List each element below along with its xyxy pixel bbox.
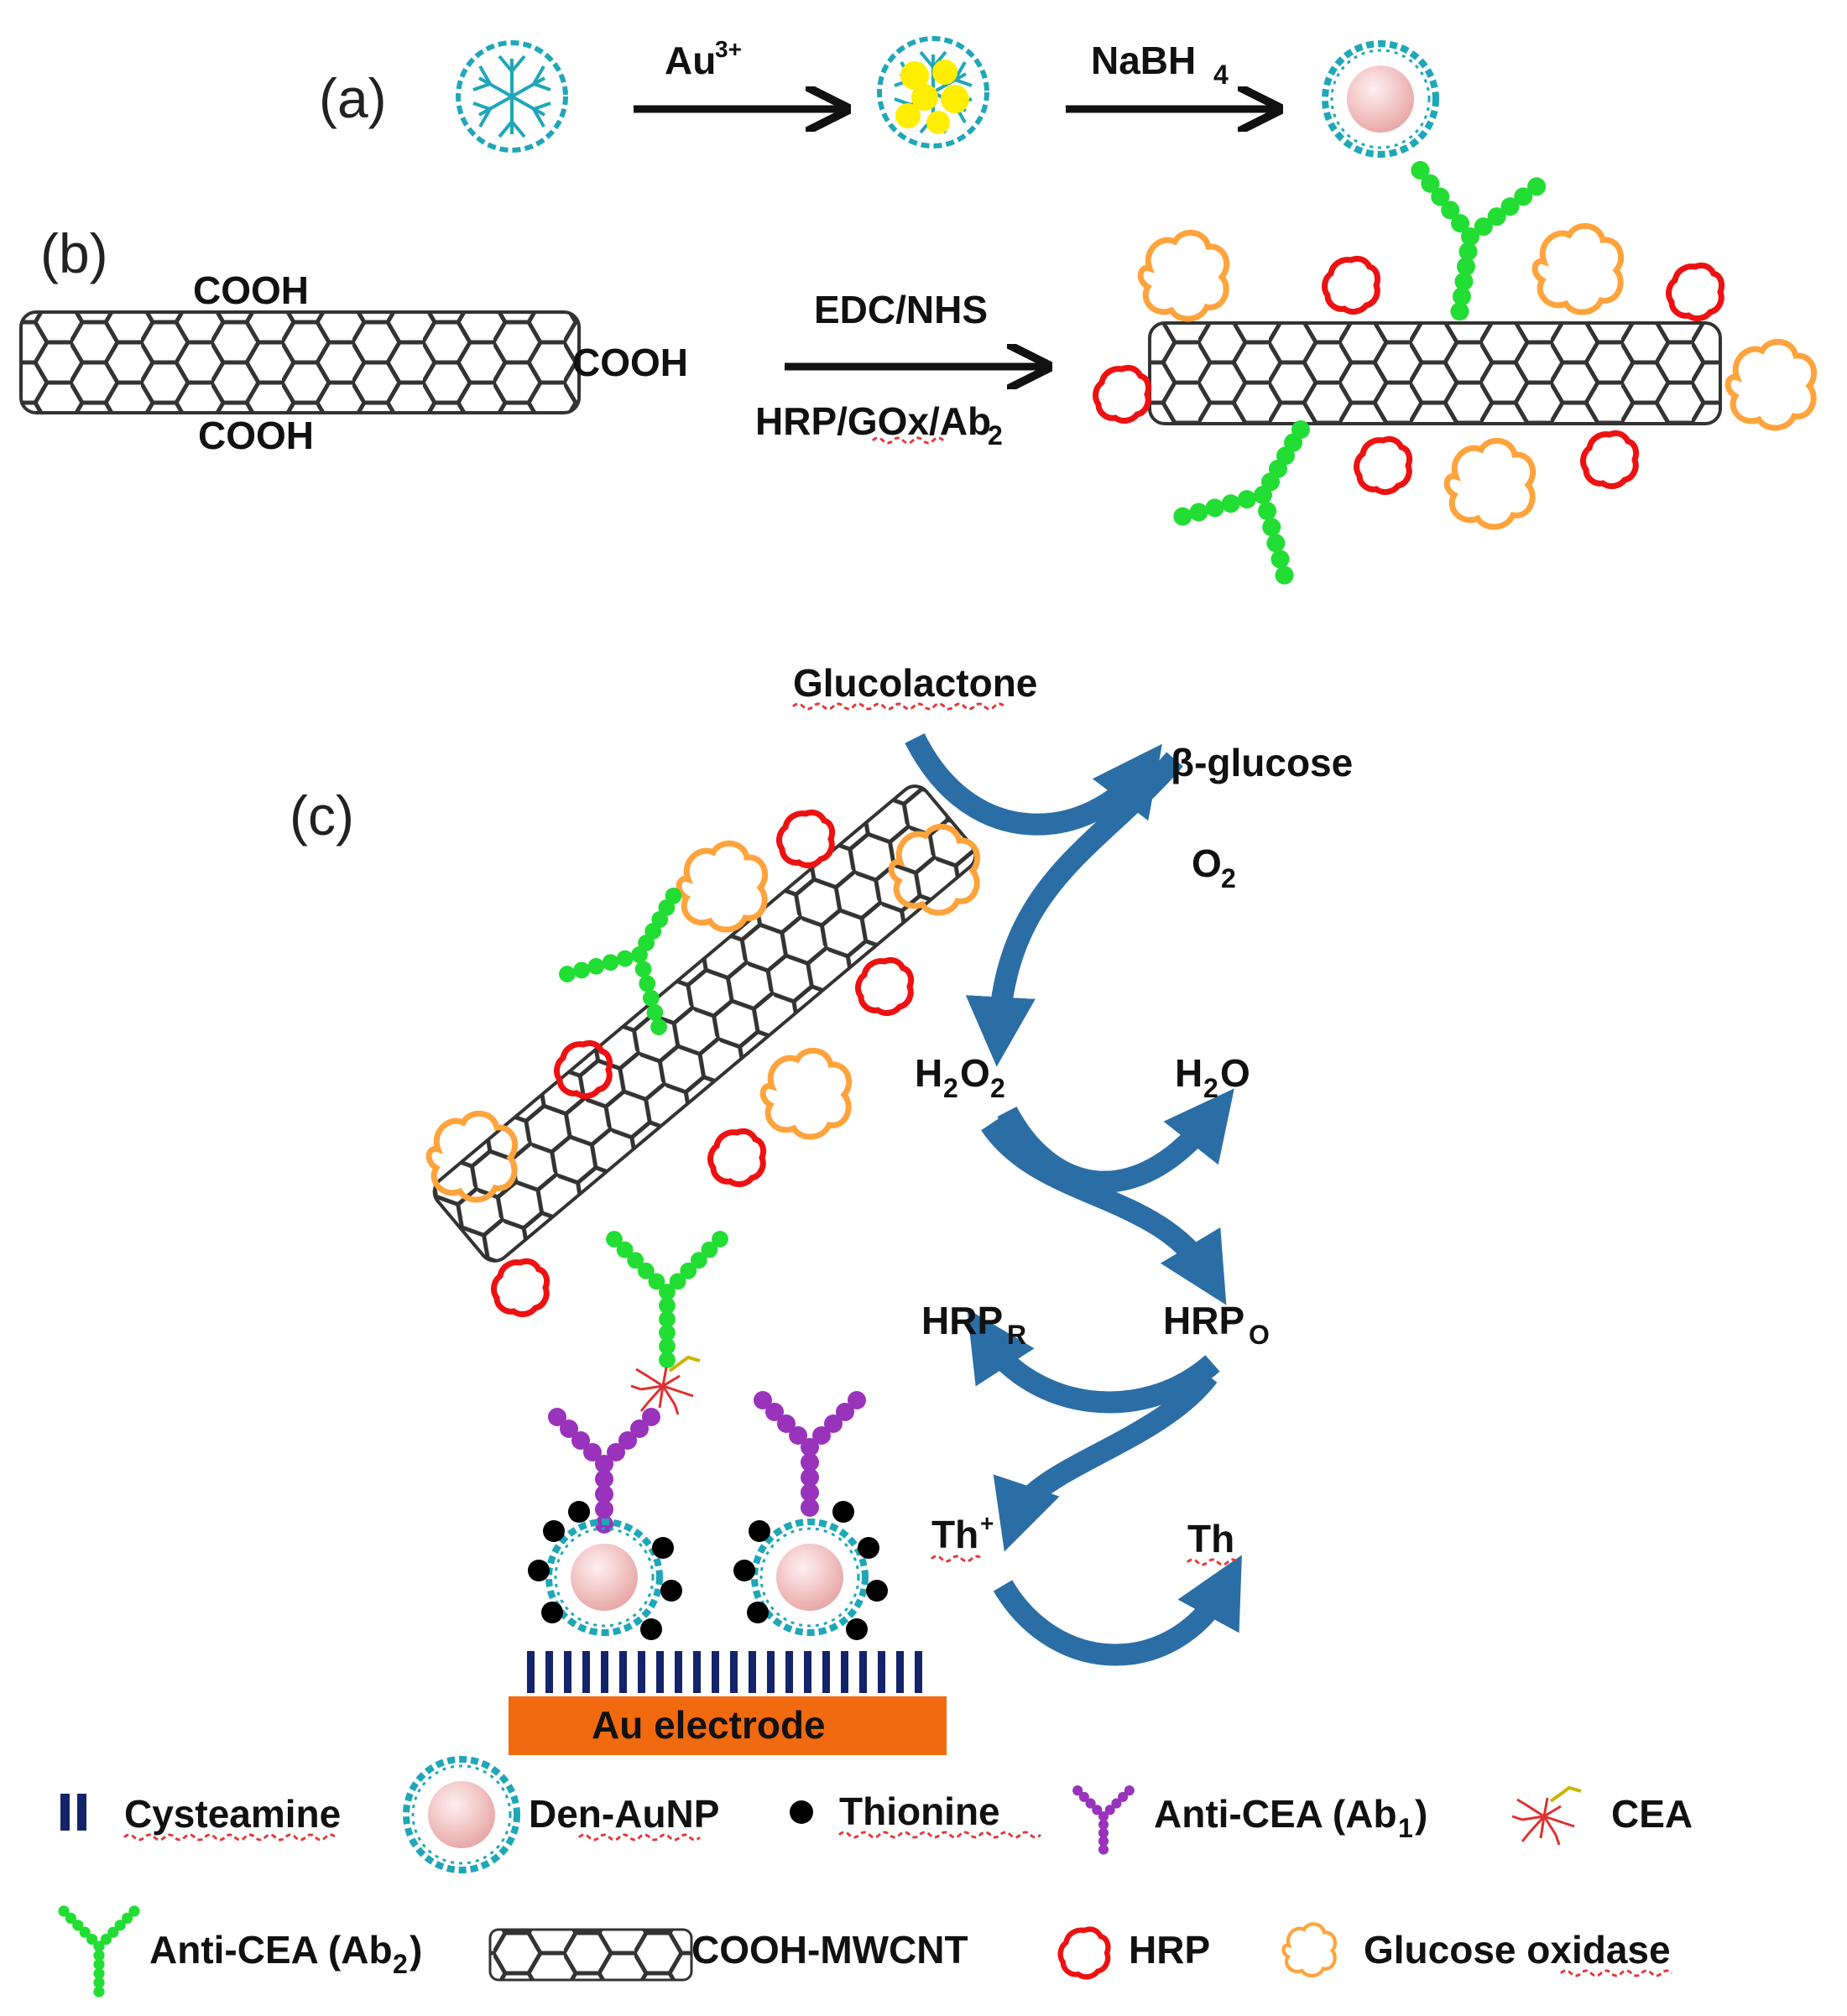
electrode-particle	[528, 1501, 682, 1640]
h2o-label-o: O	[1220, 1051, 1250, 1095]
hrp-gox-ab2-subscript: 2	[988, 420, 1003, 451]
catalytic-cycle	[905, 733, 1242, 1666]
ab2-icon	[606, 1231, 728, 1368]
panel-b-label: (b)	[40, 222, 108, 284]
svg-text:COOH-MWCNT: COOH-MWCNT	[691, 1928, 968, 1972]
legend-mwcnt: COOH-MWCNT	[488, 1928, 968, 1982]
ab1-icon	[754, 1391, 866, 1517]
legend-thionine: Thionine	[790, 1789, 1042, 1839]
ab1-icon	[548, 1408, 660, 1534]
nabh4-label: NaBH	[1091, 39, 1196, 82]
conjugate-b	[1096, 159, 1814, 588]
gox-icon	[1535, 226, 1621, 312]
gox-icon	[763, 1050, 849, 1137]
au3-superscript: 3+	[715, 36, 742, 62]
hrp-icon	[1669, 265, 1722, 318]
svg-text:1: 1	[1398, 1813, 1413, 1843]
glucolactone-label: Glucolactone	[793, 661, 1037, 705]
o2-label: O	[1192, 841, 1222, 885]
au-electrode	[509, 1696, 947, 1755]
svg-text:Den-AuNP: Den-AuNP	[529, 1792, 719, 1836]
cooh-top-label: COOH	[193, 268, 309, 312]
hrp-icon	[494, 1261, 547, 1314]
den-aunp-icon	[1325, 44, 1436, 154]
h2o2-label-h: H	[915, 1051, 942, 1095]
svg-text:Anti-CEA (Ab: Anti-CEA (Ab	[149, 1928, 393, 1972]
legend-hrp: HRP	[1061, 1928, 1210, 1977]
dendrimer-icon	[458, 43, 566, 150]
hrp-r-subscript: R	[1007, 1320, 1026, 1350]
beta-glucose-label: β-glucose	[1171, 741, 1353, 784]
panel-c-label: (c)	[290, 784, 354, 847]
h2o2-sub-2: 2	[990, 1073, 1005, 1103]
cooh-right-label: COOH	[572, 341, 688, 384]
svg-text:CEA: CEA	[1611, 1792, 1693, 1836]
hrp-icon	[1584, 433, 1636, 486]
dendrimer-au3-icon	[879, 39, 987, 146]
edc-nhs-label: EDC/NHS	[814, 288, 988, 331]
svg-text:HRP: HRP	[1129, 1928, 1210, 1972]
electrode-particle	[733, 1501, 888, 1640]
gox-icon	[1140, 232, 1227, 319]
mwcnt-left	[19, 310, 581, 414]
hrp-icon	[780, 812, 832, 865]
svg-text:Anti-CEA (Ab: Anti-CEA (Ab	[1154, 1792, 1397, 1836]
legend-den-aunp: Den-AuNP	[406, 1759, 719, 1870]
cooh-bottom-label: COOH	[198, 414, 314, 457]
hrp-r-label: HRP	[921, 1299, 1003, 1342]
legend-cea: CEA	[1510, 1786, 1693, 1847]
ab2-icon	[1390, 159, 1547, 331]
legend-cysteamine: Cysteamine	[60, 1792, 341, 1841]
svg-text:Thionine: Thionine	[839, 1789, 1000, 1833]
o2-subscript: 2	[1221, 863, 1236, 893]
cysteamine-layer	[527, 1651, 922, 1693]
hrp-icon	[711, 1131, 764, 1184]
legend-gox: Glucose oxidase	[1283, 1924, 1673, 1976]
svg-text:Glucose oxidase: Glucose oxidase	[1364, 1928, 1671, 1972]
nabh4-subscript: 4	[1213, 60, 1229, 90]
h2o-label-h: H	[1175, 1051, 1203, 1095]
hrp-gox-ab2-label: HRP/GOx/Ab	[755, 399, 991, 443]
panel-a-label: (a)	[319, 67, 387, 129]
h2o-sub: 2	[1203, 1073, 1218, 1103]
svg-text:2: 2	[393, 1949, 408, 1979]
svg-text:): )	[1415, 1792, 1427, 1836]
hrp-icon	[858, 960, 911, 1013]
hrp-o-label: HRP	[1163, 1299, 1244, 1342]
hrp-icon	[1325, 258, 1378, 311]
au-electrode-label: Au electrode	[592, 1703, 826, 1747]
h2o2-sub-1: 2	[943, 1073, 958, 1103]
gox-icon	[1447, 440, 1533, 527]
hrp-icon	[1357, 439, 1410, 492]
hrp-icon	[1096, 367, 1149, 420]
h2o2-label-o: O	[960, 1051, 990, 1095]
gox-icon	[1728, 341, 1814, 428]
svg-text:Cysteamine: Cysteamine	[124, 1792, 341, 1836]
legend-anti-cea-ab2: Anti-CEA (Ab 2 )	[58, 1905, 422, 1998]
th-plus-superscript: +	[980, 1510, 994, 1536]
th-plus-label: Th	[931, 1513, 978, 1556]
legend: Cysteamine Den-AuNP Thionine Anti-CEA (A…	[58, 1759, 1693, 1998]
conjugate-c	[428, 784, 981, 1368]
hrp-o-subscript: O	[1249, 1320, 1270, 1350]
legend-anti-cea-ab1: Anti-CEA (Ab 1 )	[1072, 1785, 1427, 1855]
au3-label: Au	[665, 39, 716, 82]
gox-icon	[679, 843, 765, 930]
svg-text:): )	[410, 1928, 422, 1972]
th-label: Th	[1187, 1517, 1234, 1560]
